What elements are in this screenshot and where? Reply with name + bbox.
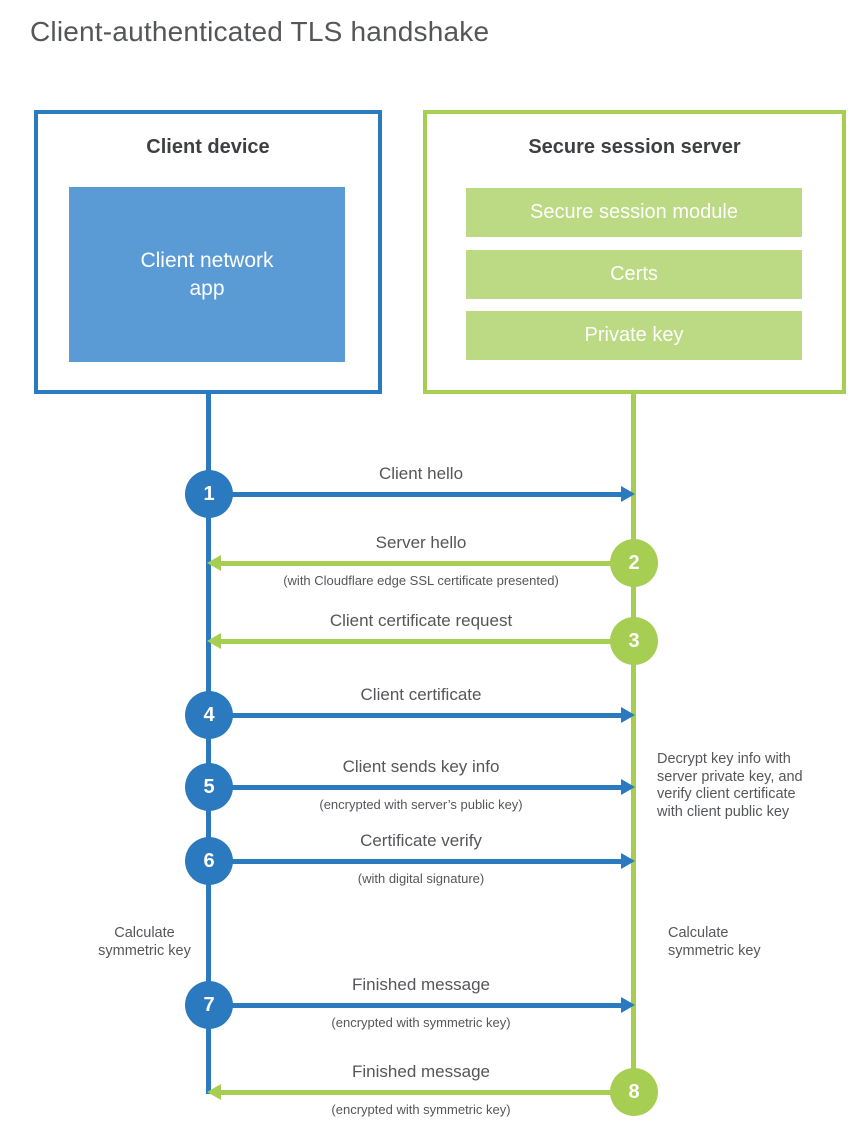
client-network-app-box: Client network app	[69, 187, 345, 362]
message-label: Client sends key info	[342, 757, 500, 776]
client-lifeline	[206, 394, 211, 1094]
message-label: Client certificate request	[329, 611, 513, 630]
server-module-private-key: Private key	[466, 311, 802, 360]
server-lifeline	[631, 394, 636, 1094]
message-arrow-line	[231, 1003, 621, 1008]
arrowhead-right-icon	[621, 707, 635, 723]
message-subtext: (encrypted with server’s public key)	[319, 797, 523, 812]
step-number-badge: 8	[610, 1068, 658, 1116]
arrowhead-left-icon	[207, 555, 221, 571]
page-title: Client-authenticated TLS handshake	[30, 16, 490, 47]
step-number-badge: 4	[185, 691, 233, 739]
step-number-badge: 5	[185, 763, 233, 811]
step-number-badge: 6	[185, 837, 233, 885]
server-module-certs: Certs	[466, 250, 802, 299]
arrowhead-left-icon	[207, 633, 221, 649]
arrowhead-right-icon	[621, 779, 635, 795]
arrowhead-right-icon	[621, 486, 635, 502]
message-arrow-line	[231, 859, 621, 864]
message-label: Client hello	[378, 464, 464, 483]
step-number-badge: 2	[610, 539, 658, 587]
message-arrow-line	[221, 639, 612, 644]
client-device-title: Client device	[146, 136, 270, 158]
note-calculate-symmetric-key-server: Calculate symmetric key	[668, 925, 761, 959]
message-subtext: (encrypted with symmetric key)	[331, 1015, 511, 1030]
message-arrow-line	[231, 492, 621, 497]
step-number-badge: 7	[185, 981, 233, 1029]
message-arrow-line	[221, 1090, 612, 1095]
message-label: Server hello	[375, 533, 467, 552]
message-arrow-line	[231, 785, 621, 790]
step-number-badge: 3	[610, 617, 658, 665]
message-label: Finished message	[352, 975, 490, 994]
message-label: Client certificate	[360, 685, 482, 704]
message-subtext: (encrypted with symmetric key)	[331, 1102, 511, 1117]
note-decrypt-key-info: Decrypt key info with server private key…	[657, 751, 803, 820]
message-label: Finished message	[352, 1062, 490, 1081]
step-number-badge: 1	[185, 470, 233, 518]
message-subtext: (with digital signature)	[357, 871, 485, 886]
message-arrow-line	[221, 561, 612, 566]
note-calculate-symmetric-key-client: Calculate symmetric key	[98, 925, 191, 959]
arrowhead-right-icon	[621, 853, 635, 869]
arrowhead-right-icon	[621, 997, 635, 1013]
message-label: Certificate verify	[360, 831, 482, 850]
arrowhead-left-icon	[207, 1084, 221, 1100]
message-arrow-line	[231, 713, 621, 718]
message-subtext: (with Cloudflare edge SSL certificate pr…	[283, 573, 559, 588]
server-title: Secure session server	[528, 136, 741, 158]
server-module-secure-session: Secure session module	[466, 188, 802, 237]
